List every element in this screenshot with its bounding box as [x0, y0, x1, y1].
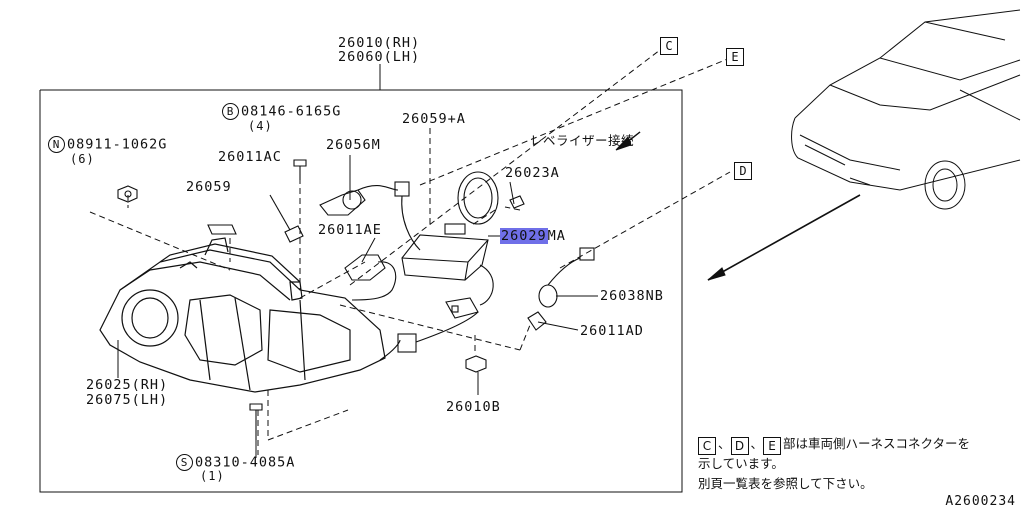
connector-e-box: E — [726, 48, 744, 66]
highlight-26029: 26029 — [500, 228, 548, 244]
label-26010: 26010(RH) — [338, 35, 421, 51]
leveler-connection-note: レベライザー接続 — [530, 133, 635, 148]
legend-line-3: 別頁一覧表を参照して下さい。 — [698, 476, 873, 491]
label-26029MA: 26029MA — [500, 228, 566, 244]
legend-d-box: D — [730, 437, 749, 455]
label-26011AC: 26011AC — [218, 149, 282, 165]
label-screw-qty: (1) — [200, 469, 225, 483]
parts-frame — [39, 89, 683, 493]
vehicle-sketch — [791, 9, 1021, 210]
label-26011AD: 26011AD — [580, 323, 644, 339]
prefix-b-icon: B — [222, 103, 239, 120]
label-26056M: 26056M — [326, 137, 381, 153]
headlamp-assembly — [99, 237, 386, 393]
label-26023A: 26023A — [505, 165, 560, 181]
legend-line-2: 示しています。 — [698, 456, 784, 471]
parts-icons — [117, 159, 595, 440]
label-26059A: 26059+A — [402, 111, 466, 127]
label-26075: 26075(LH) — [86, 392, 169, 408]
label-nut-qty: (6) — [70, 152, 95, 166]
figure-code: A2600234 — [945, 494, 1016, 509]
prefix-s-icon: S — [176, 454, 193, 471]
prefix-n-icon: N — [48, 136, 65, 153]
label-26025: 26025(RH) — [86, 377, 169, 393]
connector-c-box: C — [660, 37, 678, 55]
label-26038NB: 26038NB — [600, 288, 664, 304]
label-26011AE: 26011AE — [318, 222, 382, 238]
label-26010B: 26010B — [446, 399, 501, 415]
legend-e-box: E — [763, 437, 782, 455]
label-26060: 26060(LH) — [338, 49, 421, 65]
legend-c-box: C — [698, 437, 716, 455]
label-26059: 26059 — [186, 179, 232, 195]
label-bolt-qty: (4) — [248, 119, 273, 133]
connector-d-box: D — [734, 162, 752, 180]
